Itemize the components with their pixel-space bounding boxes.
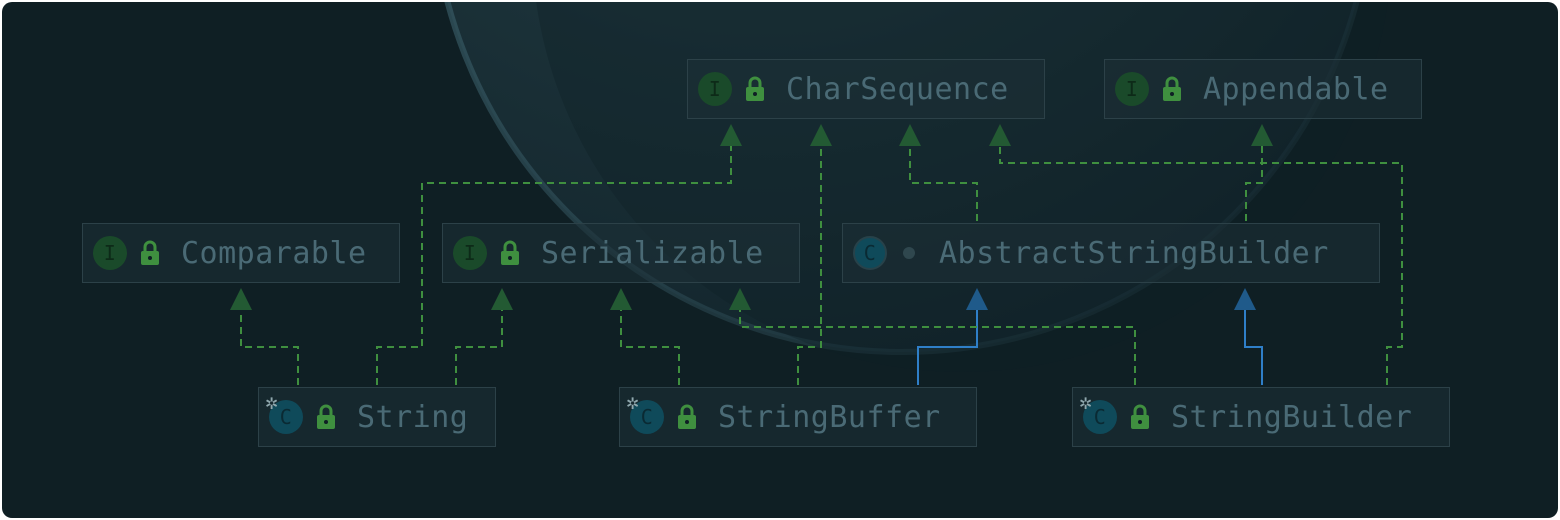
node-string[interactable]: ✲C String bbox=[258, 387, 496, 447]
node-label: Comparable bbox=[181, 235, 367, 271]
node-abstractstringbuilder[interactable]: C AbstractStringBuilder bbox=[842, 223, 1380, 283]
lock-icon bbox=[746, 76, 764, 101]
edge-abstractstringbuilder-appendable bbox=[1245, 146, 1263, 221]
edge-stringbuffer-abstractstringbuilder-arrowhead-icon bbox=[966, 288, 988, 310]
badge-letter: C bbox=[279, 405, 293, 429]
node-label: Appendable bbox=[1203, 71, 1389, 107]
lock-icon bbox=[317, 404, 335, 429]
node-charsequence[interactable]: I CharSequence bbox=[687, 59, 1045, 119]
interface-badge-icon: I bbox=[1115, 72, 1149, 106]
interface-badge-icon: I bbox=[453, 236, 487, 270]
edge-string-charsequence-arrowhead-icon bbox=[720, 124, 742, 146]
node-stringbuilder[interactable]: ✲C StringBuilder bbox=[1072, 387, 1450, 447]
edge-string-serializable bbox=[455, 310, 503, 385]
node-label: AbstractStringBuilder bbox=[939, 235, 1329, 271]
edge-stringbuffer-abstractstringbuilder bbox=[917, 310, 978, 385]
lock-icon bbox=[1131, 404, 1149, 429]
node-comparable[interactable]: I Comparable bbox=[82, 223, 400, 283]
lock-icon bbox=[501, 240, 519, 265]
edge-stringbuffer-charsequence bbox=[797, 146, 822, 385]
class-badge-icon: ✲C bbox=[1079, 394, 1117, 434]
final-snowflake-icon: ✲ bbox=[626, 394, 640, 413]
class-badge-icon: ✲C bbox=[265, 394, 303, 434]
lock-icon bbox=[141, 240, 159, 265]
final-snowflake-icon: ✲ bbox=[265, 394, 279, 413]
edge-stringbuilder-serializable bbox=[739, 310, 1136, 385]
node-appendable[interactable]: I Appendable bbox=[1104, 59, 1422, 119]
abstract-class-badge-icon: C bbox=[853, 236, 887, 270]
node-serializable[interactable]: I Serializable bbox=[442, 223, 800, 283]
final-snowflake-icon: ✲ bbox=[1079, 394, 1093, 413]
node-label: StringBuffer bbox=[718, 399, 941, 435]
edge-abstractstringbuilder-charsequence bbox=[909, 146, 978, 221]
interface-badge-icon: I bbox=[93, 236, 127, 270]
node-label: Serializable bbox=[541, 235, 764, 271]
badge-letter: C bbox=[1093, 405, 1107, 429]
edge-stringbuilder-charsequence-arrowhead-icon bbox=[989, 124, 1011, 146]
lock-icon bbox=[678, 404, 696, 429]
badge-letter: C bbox=[640, 405, 654, 429]
edge-abstractstringbuilder-charsequence-arrowhead-icon bbox=[899, 124, 921, 146]
edge-string-serializable-arrowhead-icon bbox=[491, 288, 513, 310]
package-private-dot-icon bbox=[903, 247, 915, 259]
interface-badge-icon: I bbox=[698, 72, 732, 106]
edge-stringbuffer-charsequence-arrowhead-icon bbox=[810, 124, 832, 146]
node-stringbuffer[interactable]: ✲C StringBuffer bbox=[619, 387, 977, 447]
edge-string-comparable-arrowhead-icon bbox=[230, 288, 252, 310]
edge-string-comparable bbox=[240, 310, 299, 385]
edge-stringbuilder-abstractstringbuilder bbox=[1244, 310, 1263, 385]
edge-stringbuffer-serializable bbox=[620, 310, 680, 385]
node-label: CharSequence bbox=[786, 71, 1009, 107]
lock-icon bbox=[1163, 76, 1181, 101]
edge-stringbuilder-charsequence bbox=[999, 146, 1403, 385]
edge-stringbuffer-serializable-arrowhead-icon bbox=[610, 288, 632, 310]
edge-abstractstringbuilder-appendable-arrowhead-icon bbox=[1251, 124, 1273, 146]
node-label: StringBuilder bbox=[1171, 399, 1413, 435]
edge-stringbuilder-abstractstringbuilder-arrowhead-icon bbox=[1234, 288, 1256, 310]
class-badge-icon: ✲C bbox=[626, 394, 664, 434]
node-label: String bbox=[357, 399, 469, 435]
edge-stringbuilder-serializable-arrowhead-icon bbox=[729, 288, 751, 310]
